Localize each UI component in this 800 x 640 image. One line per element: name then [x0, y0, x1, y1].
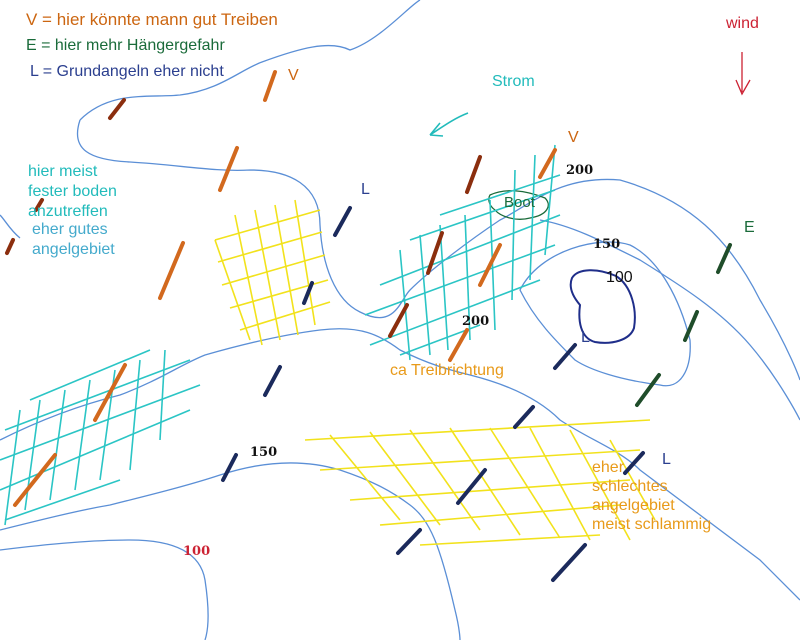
contour-lower — [0, 462, 461, 640]
l-marker — [221, 453, 238, 482]
l-marker — [263, 365, 282, 397]
current-arrow — [429, 112, 469, 137]
contour-150 — [0, 328, 800, 601]
e-marker — [716, 243, 732, 274]
depth-label: 150 — [250, 445, 278, 460]
good-area-line: hier meist — [28, 163, 98, 180]
l-label: L — [662, 451, 671, 468]
wind-label: wind — [726, 15, 759, 32]
bad-area-line: schlechtes — [592, 478, 668, 495]
l-label: L — [581, 329, 590, 346]
legend-v: V = hier könnte mann gut Treiben — [26, 10, 278, 29]
v-marker — [448, 328, 469, 362]
strom-label: Strom — [492, 73, 535, 90]
e-marker — [683, 310, 699, 342]
l-marker — [623, 451, 645, 475]
v-marker — [218, 146, 239, 192]
l-marker — [551, 543, 587, 582]
e-label: E — [744, 219, 755, 236]
yellow-hatch-upper — [214, 199, 331, 346]
l-marker — [333, 206, 352, 237]
v-marker — [388, 303, 409, 338]
v-marker — [34, 198, 44, 212]
depth-label: 200 — [566, 163, 594, 178]
shoreline-top — [79, 0, 421, 121]
legend-e: E = hier mehr Hängergefahr — [26, 37, 225, 54]
l-label: L — [361, 181, 370, 198]
deep-hole-100 — [569, 269, 636, 344]
bad-area-line: angelgebiet — [592, 497, 675, 514]
cyan-hatch-left — [0, 349, 201, 526]
v-marker — [478, 243, 502, 287]
l-marker — [302, 281, 314, 305]
yellow-hatch-lower — [304, 419, 656, 546]
e-markers — [635, 243, 732, 407]
good-area-line: angelgebiet — [32, 241, 115, 258]
good-area-line: fester boden — [28, 183, 117, 200]
v-marker — [465, 155, 482, 194]
l-marker — [553, 343, 577, 370]
l-marker — [396, 528, 422, 555]
shoreline-right — [539, 219, 800, 421]
v-marker — [5, 238, 15, 255]
bad-area-line: eher — [592, 459, 625, 476]
v-marker — [108, 98, 126, 120]
wind-arrow — [735, 52, 751, 96]
depth-label: 100 — [183, 544, 211, 559]
cyan-hatch-areas — [0, 144, 561, 526]
v-marker — [426, 231, 444, 275]
bad-area-line: meist schlammig — [592, 516, 712, 533]
depth-label: 200 — [462, 314, 490, 329]
channel-loop — [519, 241, 691, 387]
e-marker — [635, 373, 661, 407]
contour-far-left — [0, 214, 21, 239]
cyan-hatch-center — [364, 144, 561, 361]
v-markers — [5, 70, 557, 507]
v-label: V — [568, 129, 579, 146]
v-marker — [538, 148, 557, 179]
good-area-line: eher gutes — [32, 221, 108, 238]
v-marker — [158, 241, 185, 300]
depth-label: 150 — [593, 237, 621, 252]
v-marker — [93, 363, 127, 422]
l-marker — [456, 468, 487, 505]
l-markers — [221, 206, 645, 582]
boat-label: Boot — [504, 194, 535, 211]
l-marker — [513, 405, 535, 429]
v-marker — [13, 453, 57, 507]
legend-l: L = Grundangeln eher nicht — [30, 63, 224, 80]
contour-bottom — [0, 539, 209, 640]
v-label: V — [288, 67, 299, 84]
v-marker — [263, 70, 277, 102]
good-area-line: anzutreffen — [28, 203, 108, 220]
depth-label: 100 — [606, 269, 633, 286]
drift-direction-label: ca Treibrichtung — [390, 362, 504, 379]
